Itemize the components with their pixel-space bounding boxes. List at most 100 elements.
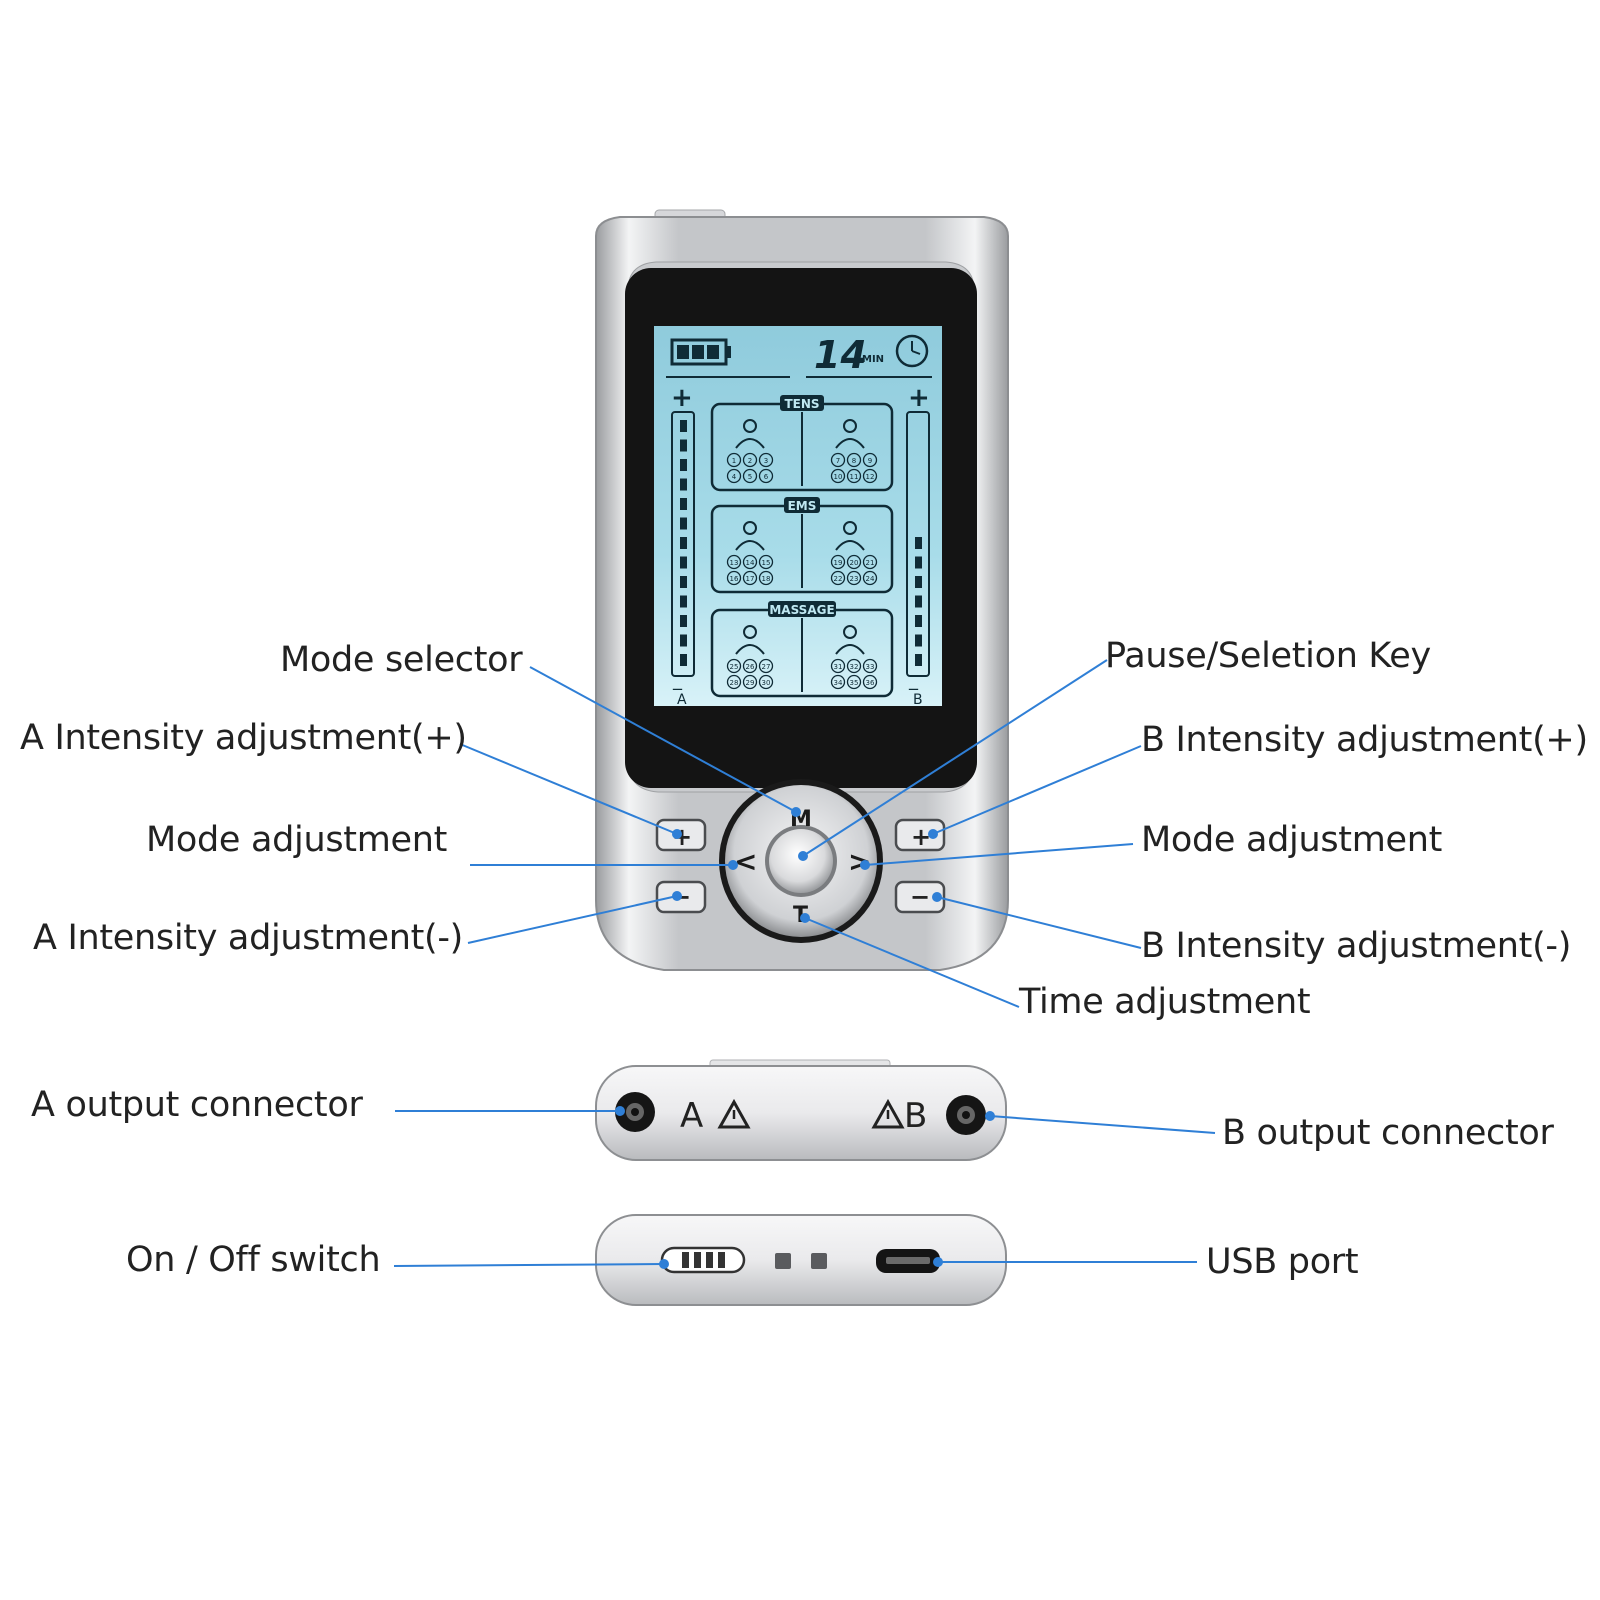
program-number-circle <box>726 554 742 570</box>
program-section-title-bg <box>780 395 824 411</box>
callout-usb <box>933 1257 1197 1267</box>
program-number: 14 <box>746 559 755 567</box>
program-number-circle <box>846 658 862 674</box>
program-number-circle <box>862 468 878 484</box>
program-number-circle <box>726 452 742 468</box>
label-mode-adjustment-left: Mode adjustment <box>146 820 448 860</box>
channel-a-label: A <box>677 692 687 708</box>
on-off-switch[interactable] <box>660 1246 746 1274</box>
intensity-a-segment <box>680 439 687 452</box>
program-section-title-bg <box>768 601 836 617</box>
indicator-led <box>775 1253 791 1269</box>
label-a-intensity-minus: A Intensity adjustment(-) <box>33 918 464 958</box>
program-number: 18 <box>762 575 771 583</box>
b-warning-icon <box>871 1098 905 1129</box>
callout-time-adjustment <box>800 913 1020 1008</box>
intensity-a-segment <box>680 576 687 588</box>
callout-b-output <box>985 1111 1216 1134</box>
label-on-off-switch: On / Off switch <box>126 1240 381 1280</box>
callout-mode-adjustment-left <box>470 860 738 870</box>
a-output-mark: A <box>680 1096 703 1136</box>
a-warning-icon <box>717 1098 751 1129</box>
label-b-intensity-plus: B Intensity adjustment(+) <box>1141 720 1588 760</box>
label-b-output-connector: B output connector <box>1222 1113 1554 1153</box>
program-number: 6 <box>764 473 769 481</box>
program-number: 22 <box>834 575 843 583</box>
program-number: 26 <box>746 663 755 671</box>
label-mode-selector: Mode selector <box>280 640 523 680</box>
label-a-intensity-plus: A Intensity adjustment(+) <box>20 718 467 758</box>
program-number: 15 <box>762 559 771 567</box>
program-number: 12 <box>866 473 875 481</box>
program-number-circle <box>846 452 862 468</box>
intensity-a-segment <box>680 615 687 627</box>
program-number: 9 <box>868 457 872 465</box>
program-number: 30 <box>762 679 771 687</box>
program-number: 27 <box>762 663 771 671</box>
program-number-circle <box>742 468 758 484</box>
b-output-mark: B <box>904 1096 927 1136</box>
intensity-a-segment <box>680 498 687 510</box>
channel-b-bar <box>906 411 930 677</box>
b-minus-button[interactable]: − <box>894 880 946 914</box>
program-number-circle <box>758 468 774 484</box>
body-part-pictogram <box>835 521 865 551</box>
program-number: 28 <box>730 679 739 687</box>
program-number: 35 <box>850 679 859 687</box>
callout-mode-adjustment-right <box>860 843 1134 870</box>
program-number-circle <box>862 570 878 586</box>
body-part-pictogram <box>735 419 765 449</box>
pause-selection-key[interactable] <box>769 829 833 893</box>
program-number-circle <box>742 658 758 674</box>
program-section-title-bg <box>784 497 820 513</box>
intensity-a-segment <box>680 556 687 569</box>
program-number-circle <box>726 570 742 586</box>
usb-port[interactable] <box>876 1249 940 1273</box>
program-section-title: EMS <box>788 499 817 513</box>
intensity-b-segment <box>915 615 922 627</box>
program-number: 8 <box>852 457 856 465</box>
program-number: 19 <box>834 559 843 567</box>
program-number-circle <box>758 570 774 586</box>
program-number: 7 <box>836 457 840 465</box>
label-a-output-connector: A output connector <box>31 1085 363 1125</box>
program-number-circle <box>830 570 846 586</box>
program-number: 4 <box>732 473 737 481</box>
program-section-title: MASSAGE <box>769 603 834 617</box>
a-output-jack[interactable] <box>615 1092 655 1132</box>
program-number: 29 <box>746 679 755 687</box>
program-number-circle <box>726 468 742 484</box>
callout-mode-selector <box>529 666 801 817</box>
channel-b-segments <box>915 537 922 666</box>
channel-a-bar <box>671 411 695 677</box>
body-part-pictogram <box>735 521 765 551</box>
clock-icon <box>895 334 929 368</box>
program-number-circle <box>830 452 846 468</box>
battery-icon <box>670 338 731 366</box>
callout-b-intensity-minus <box>932 892 1142 949</box>
channel-b-plus: + <box>908 383 930 413</box>
program-number: 25 <box>730 663 739 671</box>
callout-a-output <box>395 1106 625 1116</box>
b-output-jack[interactable] <box>946 1095 986 1135</box>
channel-b-minus: _ <box>908 670 919 691</box>
program-number-circle <box>758 658 774 674</box>
program-number-circle <box>846 468 862 484</box>
body-part-pictogram <box>735 625 765 655</box>
channel-a-minus: _ <box>672 670 683 691</box>
intensity-a-segment <box>680 654 687 666</box>
timer-value: 14 <box>814 333 867 377</box>
intensity-b-segment <box>915 556 922 569</box>
label-time-adjustment: Time adjustment <box>1019 982 1311 1022</box>
mode-left-key[interactable]: < <box>734 845 757 878</box>
intensity-b-segment <box>915 634 922 647</box>
program-number-circle <box>830 658 846 674</box>
program-number-circle <box>758 554 774 570</box>
program-number: 36 <box>866 679 875 687</box>
b-plus-button[interactable]: + <box>894 818 946 852</box>
callout-a-intensity-plus <box>459 743 682 839</box>
program-number-circle <box>862 452 878 468</box>
